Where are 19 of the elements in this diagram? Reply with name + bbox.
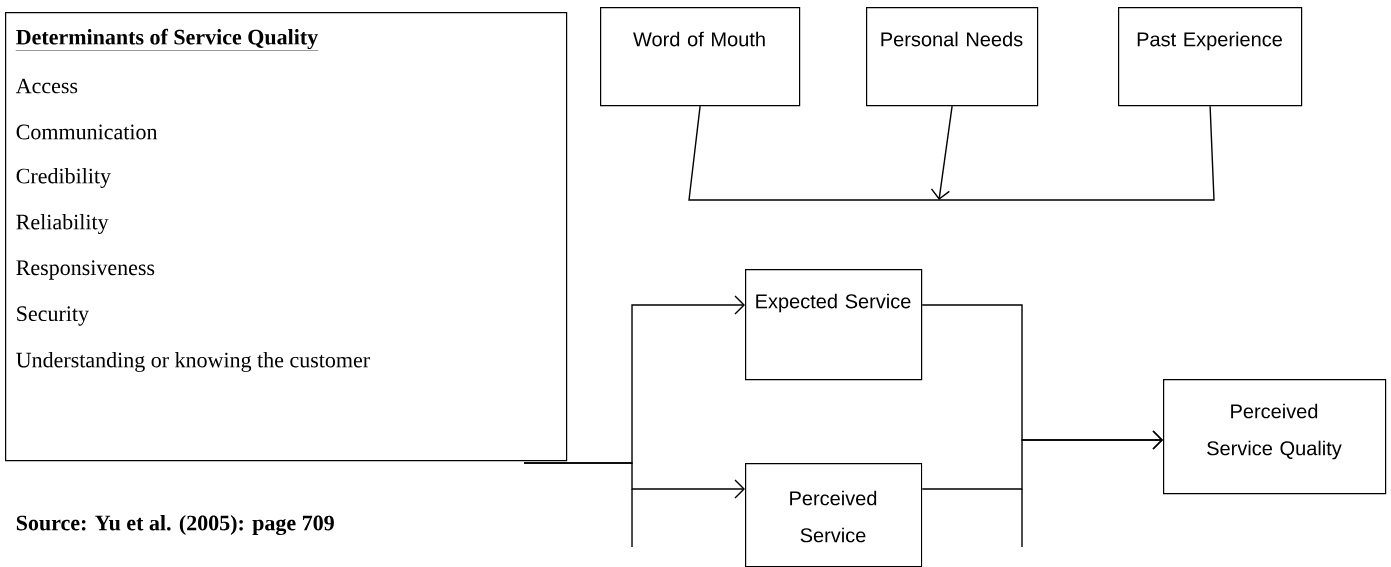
list-item: Access: [15, 78, 78, 94]
list-box: [5, 12, 568, 462]
process-box: Personal Needs: [866, 7, 1039, 107]
list-item: Credibility: [16, 168, 111, 188]
list-item: Understanding or knowing the customer: [16, 352, 370, 372]
source-note: Source: Yu et al. (2005): page 709: [16, 514, 334, 536]
arrow: [930, 105, 953, 200]
arrow: [921, 430, 1163, 490]
process-box: Past Experience: [1118, 7, 1303, 107]
process-box: Perceived Service Quality: [1163, 379, 1387, 495]
list-item: Responsiveness: [16, 260, 155, 280]
list-heading: Determinants of Service Quality: [15, 28, 319, 51]
process-box: Expected Service: [745, 269, 923, 381]
process-box: Word of Mouth: [600, 7, 801, 107]
arrow: [523, 462, 745, 499]
process-box: Perceived Service: [745, 463, 923, 567]
list-item: Reliability: [16, 214, 109, 234]
list-item: Communication: [16, 124, 158, 140]
list-item: Security: [17, 306, 89, 326]
